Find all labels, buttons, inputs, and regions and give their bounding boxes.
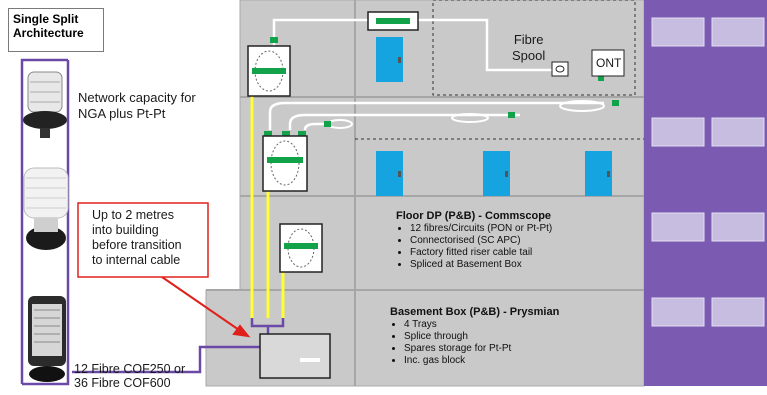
basement-box-heading: Basement Box (P&B) - Prysmian — [390, 306, 560, 318]
transition-arrow — [161, 276, 251, 338]
diagram-title: Single Split Architecture — [8, 8, 104, 52]
caption-line: Network capacity for — [78, 90, 196, 105]
fibre-spool-label: Fibre Spool — [512, 32, 545, 64]
basement-box-item: Inc. gas block — [404, 355, 630, 367]
floor-dp-box — [247, 45, 291, 97]
building-windows — [651, 17, 765, 327]
top-splice-box — [367, 11, 419, 31]
floor-dp-list: 12 fibres/Circuits (PON or Pt-Pt) Connec… — [396, 223, 626, 271]
closure-image-3 — [28, 296, 66, 382]
label-line: Spool — [512, 48, 546, 63]
callout-line: before transition — [92, 238, 182, 252]
ont-label: ONT — [596, 56, 622, 70]
connectors — [264, 37, 619, 137]
flat-doors — [376, 37, 612, 196]
closure-image-2 — [23, 167, 69, 250]
fibre-spool-icon — [551, 61, 569, 77]
floor-dp-box — [262, 135, 308, 192]
floor-dp-item: Spliced at Basement Box — [410, 259, 626, 271]
floor-dp-item: Factory fitted riser cable tail — [410, 247, 626, 259]
title-line: Architecture — [13, 26, 84, 40]
label-line: Fibre — [513, 32, 544, 47]
title-line: Single Split — [13, 12, 79, 26]
floor-dp-heading: Floor DP (P&B) - Commscope — [396, 210, 552, 222]
floor-dp-item: 12 fibres/Circuits (PON or Pt-Pt) — [410, 223, 626, 235]
caption-line: NGA plus Pt-Pt — [78, 106, 166, 121]
basement-box-list: 4 Trays Splice through Spares storage fo… — [390, 319, 630, 367]
basement-box-item: Splice through — [404, 331, 630, 343]
cable-caption: 12 Fibre COF250 or 36 Fibre COF600 — [74, 362, 185, 390]
basement-trunk — [20, 58, 285, 386]
flat-outline — [432, 0, 636, 96]
caption-line: 36 Fibre COF600 — [74, 376, 171, 390]
closure-image-1 — [23, 71, 67, 138]
floor-dp-box — [279, 223, 323, 273]
ont-icon — [591, 49, 625, 77]
callout-line: into building — [92, 223, 159, 237]
basement-box — [259, 333, 331, 379]
basement-box-item: 4 Trays — [404, 319, 630, 331]
basement-box-item: Spares storage for Pt-Pt — [404, 343, 630, 355]
network-capacity-caption: Network capacity for NGA plus Pt-Pt — [78, 90, 196, 122]
caption-line: 12 Fibre COF250 or — [74, 362, 186, 376]
transition-callout-text: Up to 2 metres into building before tran… — [92, 208, 182, 268]
transition-callout — [77, 202, 209, 278]
callout-line: to internal cable — [92, 253, 181, 267]
adjacent-building — [644, 0, 767, 386]
floor-dp-item: Connectorised (SC APC) — [410, 235, 626, 247]
floor-dp-info: Floor DP (P&B) - Commscope 12 fibres/Cir… — [396, 210, 626, 271]
basement-box-info: Basement Box (P&B) - Prysmian 4 Trays Sp… — [390, 306, 630, 367]
callout-line: Up to 2 metres — [92, 208, 174, 222]
